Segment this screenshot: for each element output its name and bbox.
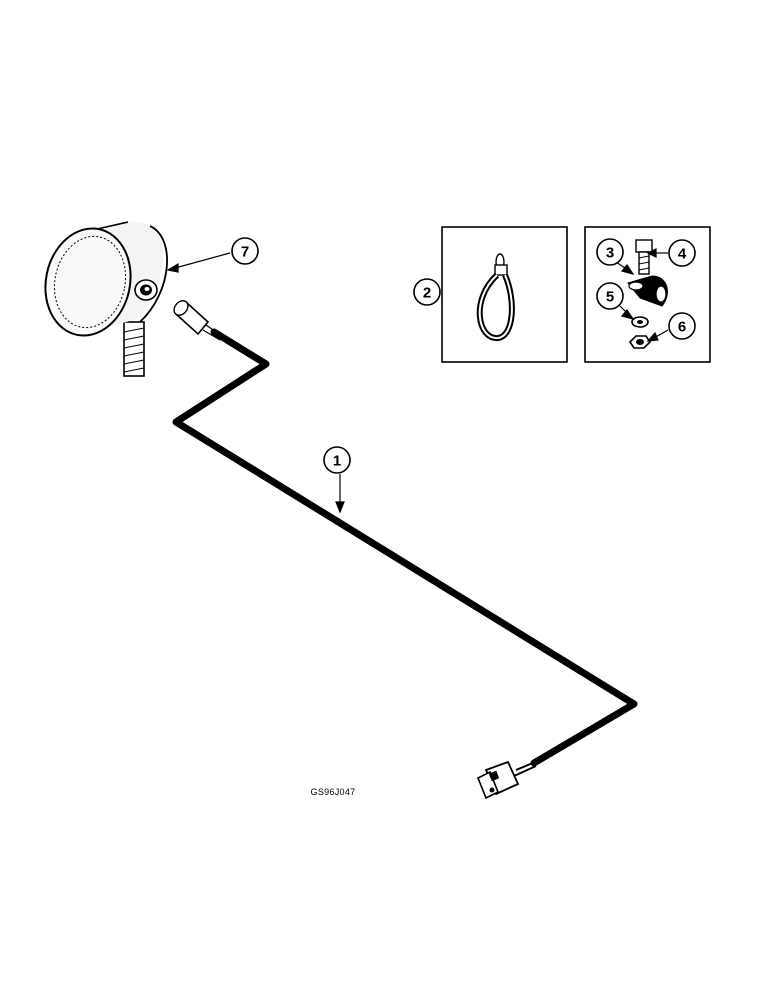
strap-clamp xyxy=(476,253,515,341)
callout-3-label: 3 xyxy=(606,245,614,262)
nut xyxy=(628,335,652,349)
callout-7-label: 7 xyxy=(241,244,249,261)
lamp xyxy=(44,221,168,377)
callout-4-label: 4 xyxy=(678,246,687,263)
callout-5-label: 5 xyxy=(606,289,614,306)
figure-code: GS96J047 xyxy=(311,787,356,797)
lamp-mounting-stud xyxy=(123,321,145,377)
lamp-socket xyxy=(134,279,158,301)
callout-6-label: 6 xyxy=(678,319,686,336)
callout-5: 5 xyxy=(596,282,624,310)
callout-1-label: 1 xyxy=(333,453,341,470)
callout-2-label: 2 xyxy=(423,285,431,302)
harness-lamp-connector xyxy=(173,300,223,341)
callout-6: 6 xyxy=(668,312,696,340)
lock-washer xyxy=(631,316,649,328)
wiring-harness xyxy=(172,300,638,800)
callout-1: 1 xyxy=(323,446,351,474)
leader-lines xyxy=(166,248,669,514)
callout-3: 3 xyxy=(596,238,624,266)
callout-2: 2 xyxy=(413,278,441,306)
clip xyxy=(627,275,668,307)
callout-4: 4 xyxy=(668,239,696,267)
callout-7: 7 xyxy=(231,237,259,265)
bolt xyxy=(635,239,653,275)
harness-end-connector xyxy=(476,760,520,800)
inset-panel-strap xyxy=(441,226,568,363)
